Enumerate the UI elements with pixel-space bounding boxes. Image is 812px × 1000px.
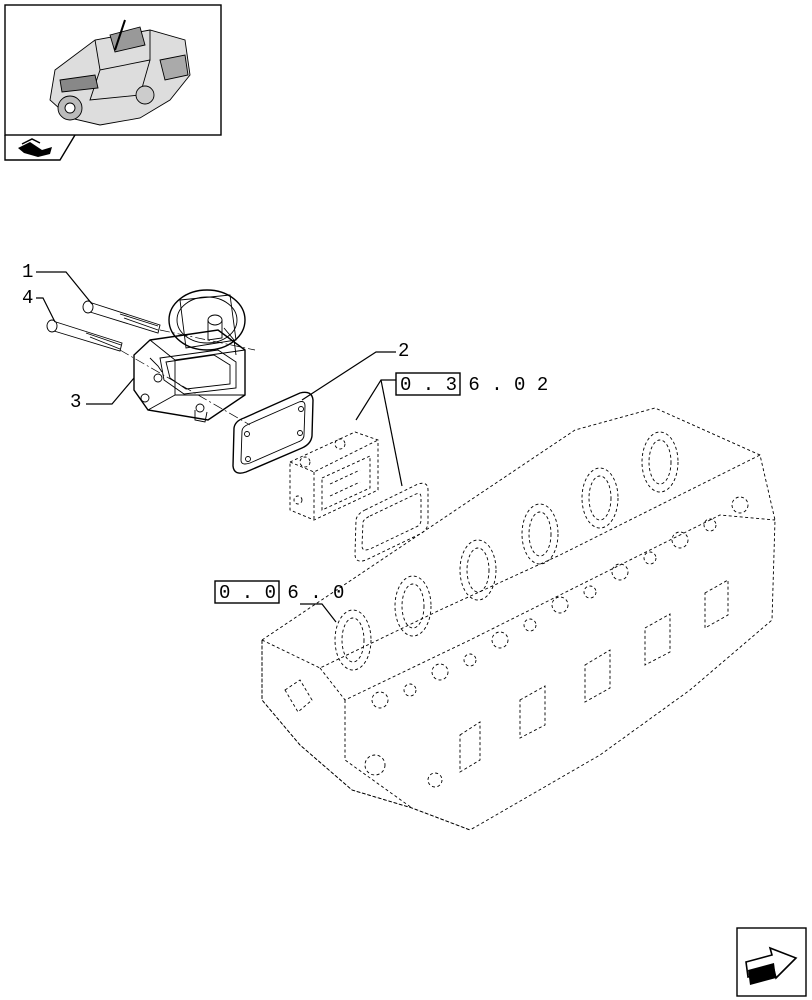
bolt-1 [82,300,161,334]
bolt-4 [46,319,123,352]
callout-3-label: 3 [70,391,81,413]
reference-0-06-0-label: 0 . 0 6 . 0 [219,582,344,604]
callout-4-label: 4 [22,287,33,309]
next-page-arrow-icon[interactable] [736,927,807,997]
callout-1-label: 1 [22,261,33,283]
heater-element-dashed [289,431,379,521]
reference-0-36-02[interactable]: 0 . 3 6 . 0 2 [355,372,548,487]
gasket-2 [232,391,314,474]
valve-bosses [371,496,749,709]
intake-housing [133,289,246,423]
reference-0-36-02-label: 0 . 3 6 . 0 2 [400,374,548,396]
callout-2: 2 [301,340,409,401]
callout-4: 4 [22,287,56,323]
assembly-axis-line-2 [119,349,251,426]
engine-thumbnail-icon[interactable] [4,4,222,136]
lower-face-details [284,579,729,788]
cylinder-head-dashed [261,407,776,831]
section-book-icon[interactable] [4,134,76,161]
port-windows [334,431,679,671]
reference-0-06-0[interactable]: 0 . 0 6 . 0 [214,580,344,623]
callout-2-label: 2 [398,340,409,362]
assembly-axis-line [159,329,256,351]
gasket-dashed [354,482,429,562]
callout-3: 3 [70,377,135,413]
callout-1: 1 [22,261,93,305]
